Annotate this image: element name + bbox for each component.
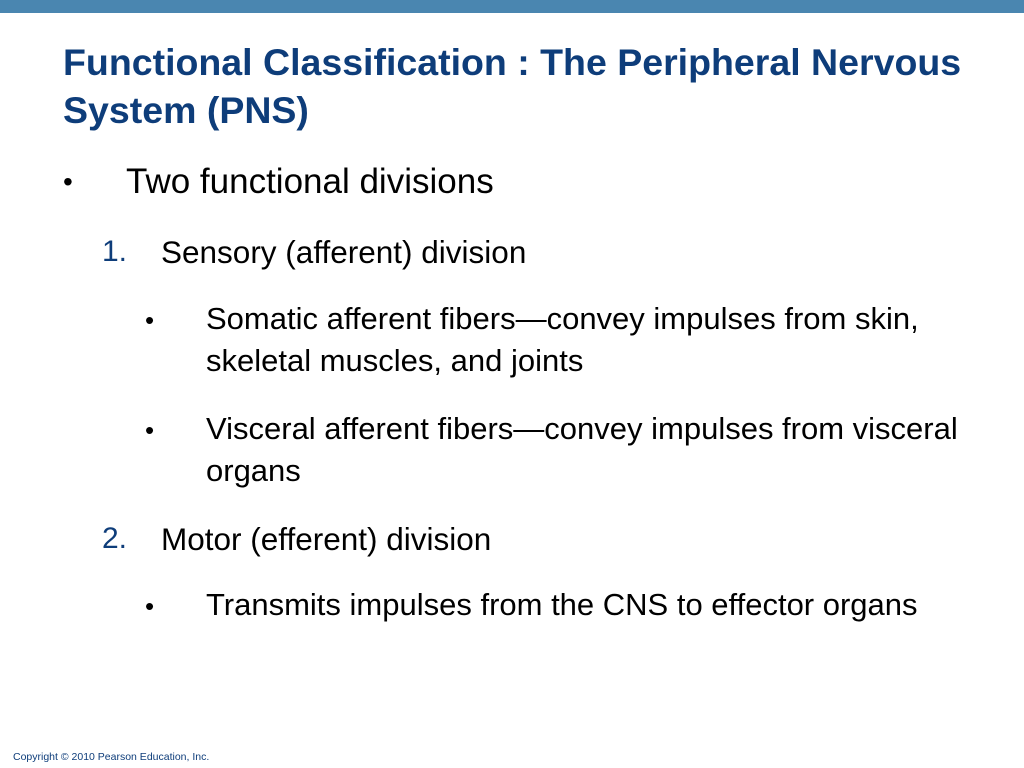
bullet-marker: • [145, 415, 155, 445]
point-visceral-afferent: Visceral afferent fibers—convey impulses… [206, 411, 958, 488]
bullet-marker: • [63, 166, 73, 197]
division-label-motor: Motor (efferent) division [161, 521, 492, 557]
point-somatic-afferent: Somatic afferent fibers—convey impulses … [206, 301, 919, 378]
division-number-2: 2. [102, 522, 128, 555]
top-accent-bar [0, 0, 1024, 13]
bullet-marker: • [145, 591, 155, 621]
slide-title: Functional Classification : The Peripher… [63, 41, 962, 131]
division-label-sensory: Sensory (afferent) division [161, 234, 527, 270]
copyright-footer: Copyright © 2010 Pearson Education, Inc. [13, 751, 210, 763]
division-number-1: 1. [102, 235, 128, 268]
main-point-text: Two functional divisions [126, 162, 494, 201]
point-motor-transmits: Transmits impulses from the CNS to effec… [206, 587, 918, 622]
bullet-marker: • [145, 305, 155, 335]
